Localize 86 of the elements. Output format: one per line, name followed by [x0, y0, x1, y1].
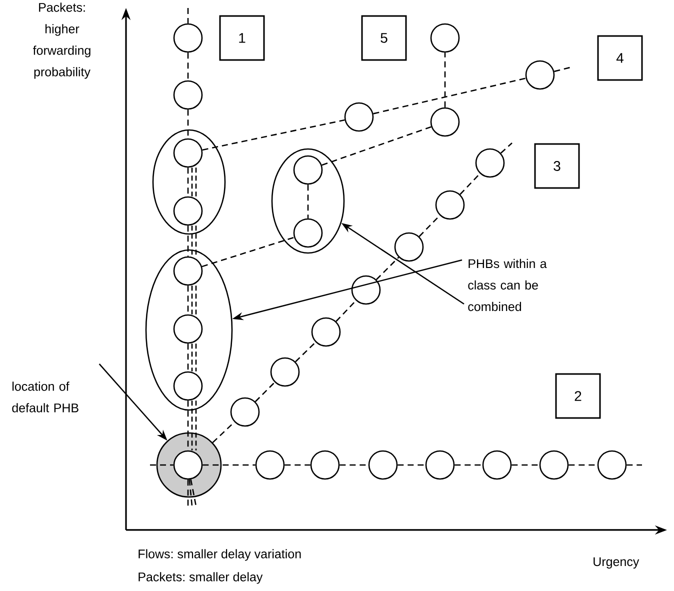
dashed-line: [191, 344, 193, 372]
numbered-box: 2: [555, 373, 601, 419]
axis-label: Packets: smaller delay: [138, 572, 263, 584]
dashed-line: [190, 479, 197, 506]
dashed-line: [460, 173, 480, 195]
dashed-line: [336, 300, 356, 322]
circle: [351, 275, 381, 305]
circle: [173, 371, 203, 401]
dashed-line: [322, 126, 432, 166]
ellipse: [271, 148, 345, 254]
axis-label: Urgency: [594, 557, 640, 569]
circle: [475, 148, 505, 178]
dashed-line: [202, 119, 345, 151]
dashed-line: [191, 226, 193, 256]
circle: [435, 190, 465, 220]
dashed-line: [188, 480, 193, 506]
dashed-line: [187, 8, 189, 24]
dashed-line: [187, 480, 189, 506]
axis-label: Packets: higher forwarding probability: [33, 2, 90, 79]
circle: [430, 23, 460, 53]
dashed-line: [444, 52, 446, 108]
numbered-box: 4: [597, 35, 643, 81]
dashed-line: [295, 342, 316, 362]
dashed-line: [376, 256, 400, 280]
dashed-line: [187, 226, 189, 256]
numbered-box: 5: [361, 15, 407, 61]
numbered-box: 1: [219, 15, 265, 61]
circle: [173, 138, 203, 168]
circle: [173, 314, 203, 344]
dashed-line: [191, 286, 193, 314]
dashed-line: [187, 52, 189, 80]
circle: [368, 450, 398, 480]
dashed-line: [254, 382, 276, 402]
axis-label: Flows: smaller delay variation: [138, 549, 301, 561]
annotation-text: PHBs within a class can be combined: [468, 258, 547, 312]
dashed-line: [284, 464, 310, 466]
numbered-box: 3: [534, 143, 580, 189]
circle: [173, 256, 203, 286]
dashed-line: [195, 168, 197, 196]
circle: [310, 450, 340, 480]
circle: [173, 450, 203, 480]
dashed-line: [418, 215, 440, 237]
dashed-line: [202, 464, 256, 466]
annotation-text: location of default PHB: [12, 382, 78, 412]
dashed-line: [191, 168, 193, 196]
circle: [394, 232, 424, 262]
dashed-line: [454, 464, 482, 466]
dashed-line: [373, 78, 526, 114]
dashed-line: [150, 464, 174, 466]
dashed-line: [340, 464, 368, 466]
ellipse: [145, 249, 233, 411]
circle: [255, 450, 285, 480]
circle: [430, 107, 460, 137]
dashed-line: [500, 142, 512, 154]
circle: [293, 218, 323, 248]
dashed-line: [195, 226, 197, 256]
dashed-line: [187, 110, 189, 138]
dashed-line: [195, 400, 197, 450]
circle: [311, 317, 341, 347]
dashed-line: [195, 344, 197, 372]
circle: [173, 196, 203, 226]
circle: [425, 450, 455, 480]
dashed-line: [626, 464, 642, 466]
dashed-line: [307, 184, 309, 218]
dashed-line: [212, 422, 235, 444]
circle: [173, 23, 203, 53]
circle: [173, 80, 203, 110]
dashed-line: [398, 464, 426, 466]
circle: [344, 102, 374, 132]
dashed-line: [568, 464, 598, 466]
circle: [482, 450, 512, 480]
circle: [597, 450, 627, 480]
dashed-line: [187, 344, 189, 372]
ellipse: [152, 129, 226, 235]
dashed-line: [191, 400, 193, 450]
circle: [230, 397, 260, 427]
dashed-line: [512, 464, 540, 466]
dashed-line: [554, 66, 572, 72]
dashed-line: [202, 236, 294, 268]
circle: [293, 155, 323, 185]
dashed-line: [195, 286, 197, 314]
circle: [270, 357, 300, 387]
dashed-line: [187, 168, 189, 196]
circle: [525, 60, 555, 90]
dashed-line: [187, 286, 189, 314]
circle: [539, 450, 569, 480]
